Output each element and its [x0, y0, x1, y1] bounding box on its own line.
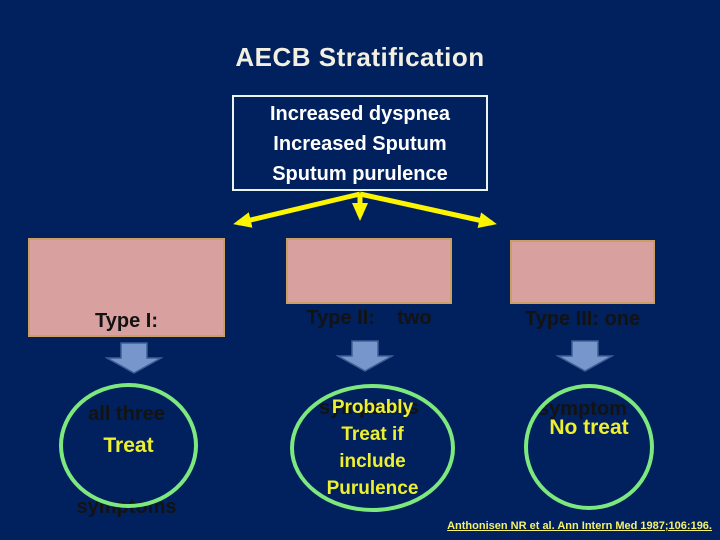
outcome-circle-treat: Treat	[59, 383, 198, 508]
outcome-label: Treat	[103, 433, 154, 457]
outcome-label: No treat	[549, 416, 629, 439]
type3-box: Type III: one symptom	[510, 240, 655, 420]
page-title: AECB Stratification	[235, 42, 485, 72]
symptom-criteria-box: Increased dyspnea Increased Sputum Sputu…	[232, 95, 488, 191]
symptom-line: Sputum purulence	[272, 163, 448, 185]
type1-box: Type I: all three symptoms	[28, 238, 225, 518]
arrow-to-type3-icon	[359, 191, 497, 229]
symptom-line: Increased Sputum	[273, 133, 447, 155]
down-arrow-icon	[336, 340, 394, 372]
citation-reference: Anthonisen NR et al. Ann Intern Med 1987…	[447, 520, 712, 532]
down-arrow-icon	[105, 342, 163, 374]
type1-label: Type I:	[95, 310, 158, 332]
down-arrow-icon	[556, 340, 614, 372]
outcome-circle-no-treat: No treat	[524, 384, 654, 510]
type3-label: Type III: one	[524, 308, 641, 330]
type2-box: Type II: two symptoms	[286, 238, 452, 419]
arrow-to-type1-icon	[233, 191, 361, 228]
outcome-circle-probably-treat: Probably Treat if include Purulence	[290, 384, 455, 512]
outcome-label: Probably Treat if include Purulence	[326, 397, 419, 499]
symptom-line: Increased dyspnea	[269, 103, 451, 125]
type2-label: Type II: two	[306, 307, 432, 329]
